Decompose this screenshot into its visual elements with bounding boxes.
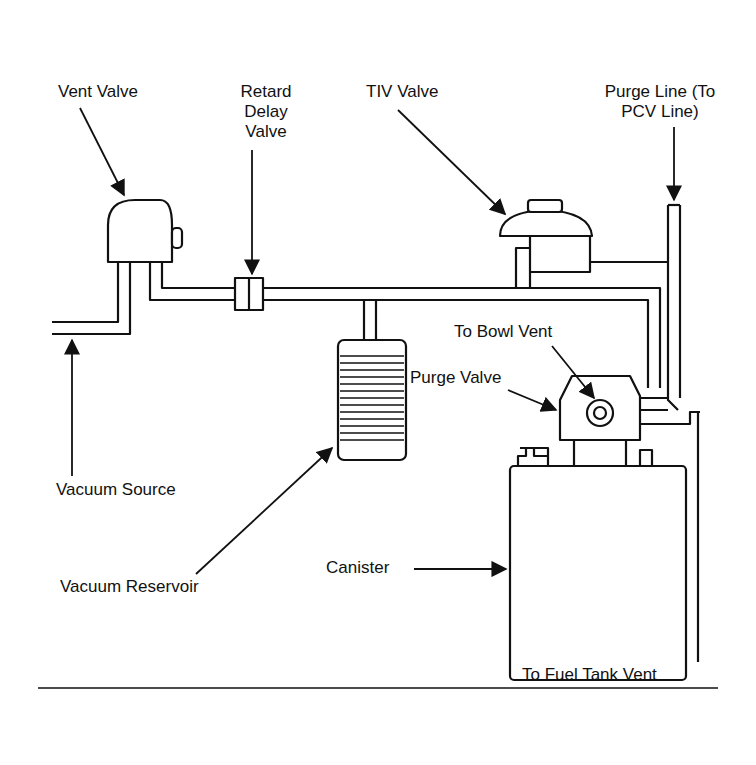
reservoir-rib (340, 376, 404, 378)
reservoir-rib (340, 362, 404, 364)
leader-arrow (398, 110, 505, 214)
part-label: Vacuum Reservoir (60, 577, 230, 597)
leader-arrow (673, 127, 675, 200)
canister-fitting (518, 448, 548, 466)
retard-delay-valve (235, 278, 263, 310)
tiv-valve-body (530, 236, 590, 272)
leader-arrow (251, 150, 253, 274)
bowl-vent-port (594, 407, 606, 419)
vent-valve-knob (172, 228, 182, 248)
purge-valve (560, 376, 640, 440)
reservoir-rib (340, 369, 404, 371)
part-label: Vent Valve (58, 82, 178, 102)
vacuum-source-pipe (52, 262, 118, 322)
purge-line-end (668, 204, 680, 206)
main-vacuum-line (263, 300, 648, 388)
bowl-vent-port (587, 400, 613, 426)
vent-valve (108, 200, 172, 262)
reservoir-rib (340, 432, 404, 434)
part-label: Retard Delay Valve (226, 82, 306, 142)
part-label: TIV Valve (366, 82, 476, 102)
part-label: Purge Line (To PCV Line) (600, 82, 720, 122)
leader-arrow (414, 568, 506, 570)
tiv-valve-cap (528, 200, 562, 212)
vacuum-pipe (150, 262, 235, 300)
fuel-tank-vent-line (690, 412, 698, 662)
tiv-pipe (590, 261, 668, 263)
retard-delay-valve (248, 278, 250, 310)
canister (510, 466, 686, 680)
vacuum-pipe (162, 262, 235, 288)
purge-line (668, 205, 678, 410)
vacuum-reservoir (338, 340, 406, 460)
part-label: Canister (326, 558, 416, 578)
reservoir-rib (340, 355, 404, 357)
leader-arrow (508, 390, 556, 410)
reservoir-rib (340, 383, 404, 385)
part-label: Purge Valve (410, 368, 520, 388)
reservoir-rib (340, 390, 404, 392)
vacuum-source-pipe (52, 262, 130, 334)
reservoir-rib (340, 397, 404, 399)
reservoir-rib (340, 404, 404, 406)
port-label: To Fuel Tank Vent (522, 665, 722, 685)
tiv-valve (500, 210, 592, 236)
port-label: To Bowl Vent (454, 322, 594, 342)
purge-valve-neck (574, 440, 626, 466)
leader-arrow (196, 448, 332, 574)
reservoir-rib (340, 411, 404, 413)
leader-arrow (71, 340, 73, 476)
rule (38, 687, 718, 689)
reservoir-rib (340, 439, 404, 441)
main-vacuum-line (263, 288, 660, 388)
leader-arrow (80, 108, 124, 195)
purge-line (679, 205, 681, 398)
reservoir-ribs (340, 356, 404, 440)
reservoir-tap (364, 300, 376, 340)
tiv-pipe (516, 248, 530, 288)
reservoir-rib (340, 425, 404, 427)
tiv-pipe (529, 272, 531, 288)
leader-arrow (552, 346, 594, 398)
port-label: Vacuum Source (56, 480, 206, 500)
reservoir-rib (340, 418, 404, 420)
canister-fitting (640, 450, 652, 466)
